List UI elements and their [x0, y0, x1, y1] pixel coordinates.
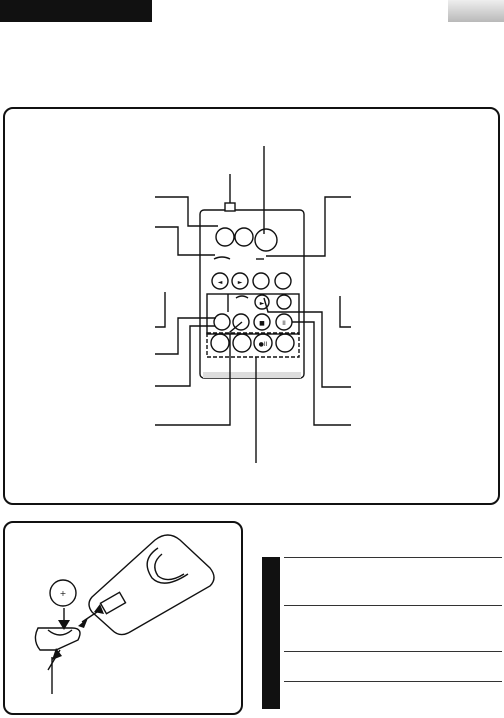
- table-rule-4: [284, 681, 502, 682]
- table-rule-2: [284, 605, 502, 606]
- rec-glyph: ●II: [259, 341, 268, 348]
- remote-button-b4: [275, 333, 295, 353]
- table-rule-3: [284, 651, 502, 652]
- spec-table: [262, 557, 502, 709]
- table-side-bar: [262, 557, 280, 709]
- remote-button-power: [254, 228, 278, 252]
- remote-back: [88, 534, 215, 636]
- remote-button-top-1: [215, 227, 235, 247]
- remote-button-left: [213, 313, 231, 331]
- remote-button-ff: [276, 294, 292, 310]
- remote-button-play: [231, 272, 249, 290]
- stop-glyph: ■: [259, 320, 265, 327]
- play-glyph: ►: [238, 279, 243, 286]
- remote-button-b2: [232, 333, 252, 353]
- remote-button-stop: [253, 313, 271, 331]
- header-tab-right: [448, 0, 504, 22]
- header-bar-left: [0, 0, 152, 22]
- remote-button-rew: [211, 272, 229, 290]
- battery-coin: [49, 579, 77, 607]
- table-rule-1: [284, 557, 502, 558]
- battery-holder: [34, 627, 81, 651]
- remote-button-top-2: [234, 227, 254, 247]
- remote-button-r4: [274, 272, 292, 290]
- pause-glyph: II: [282, 320, 286, 327]
- right-glyph: ►: [260, 300, 265, 307]
- remote-control-panel: [3, 107, 500, 505]
- battery-plus-mark: +: [60, 589, 67, 598]
- remote-button-right: [254, 294, 270, 310]
- remote-button-r3: [252, 272, 270, 290]
- battery-panel: [3, 521, 243, 715]
- rew-glyph: ◄: [218, 279, 223, 286]
- remote-button-b1: [210, 333, 230, 353]
- remote-button-rec: [253, 333, 273, 353]
- remote-button-select: [232, 313, 250, 331]
